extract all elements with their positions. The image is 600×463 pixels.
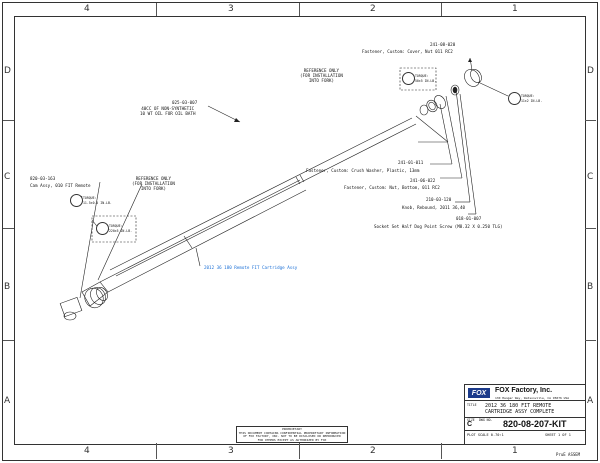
callout-cover-nut-desc: Fastener, Custom: Cover, Nut 011 RC2 (362, 49, 453, 54)
callout-setscrew-desc: Socket Set Half Dog Point Screw (M8.32 X… (374, 224, 503, 229)
zone-left-C: C (4, 172, 11, 182)
callout-cam-desc: Cam Assy, 010 FIT Remote (30, 183, 91, 188)
zone-top-1: 1 (512, 4, 518, 14)
inner-border (14, 16, 586, 445)
zone-tick (3, 340, 14, 341)
zone-right-D: D (587, 66, 594, 76)
callout-cam-pn: 820-03-163 (30, 176, 56, 181)
callout-torque-1: TORQUE: 50±5 IN.LB. (415, 74, 437, 83)
title-block: FOX FOX Factory, Inc. 130 Hangar Way, Wa… (464, 384, 586, 445)
callout-ref-only-1: REFERENCE ONLY (FOR INSTALLATION INTO FO… (300, 68, 343, 83)
zone-tick (585, 120, 596, 121)
title-divider (465, 400, 585, 401)
callout-oil-pn: 025-03-007 (172, 100, 198, 105)
drawing-size: C (467, 421, 473, 428)
zone-top-3: 3 (228, 4, 234, 14)
company-address: 130 Hangar Way, Watsonville, CA 95076 US… (495, 396, 570, 400)
torque-wrench-icon (96, 222, 109, 235)
torque-wrench-icon (402, 72, 415, 85)
callout-oil-desc: 40CC OF NON-SYNTHETIC 10 WT OIL FOR OIL … (140, 106, 196, 116)
callout-setscrew-pn: 018-01-007 (456, 216, 482, 221)
callout-torque-2: TORQUE: 11±2 IN.LB. (521, 94, 543, 103)
zone-tick (3, 120, 14, 121)
zone-right-B: B (587, 282, 594, 292)
zone-bottom-4: 4 (84, 446, 90, 456)
proprietary-notice: PROPRIETARY THIS DOCUMENT CONTAINS CONFI… (236, 426, 348, 443)
zone-tick (441, 3, 442, 16)
zone-left-D: D (4, 66, 11, 76)
callout-torque-3: TORQUE: 11.5±0.5 IN.LB. (83, 196, 112, 205)
zone-left-B: B (4, 282, 11, 292)
drawing-title-line-2: CARTRIDGE ASSY COMPLETE (485, 409, 555, 415)
drawing-title-line-1: 2012 36 180 FIT REMOTE (485, 403, 552, 409)
zone-right-A: A (587, 396, 594, 406)
callout-knob-pn: 210-03-120 (426, 197, 452, 202)
zone-tick (585, 228, 596, 229)
callout-torque-4: TORQUE: 220±5 IN.LB. (109, 224, 133, 233)
rev-label: PruE ASSEM (556, 452, 581, 457)
zone-top-4: 4 (84, 4, 90, 14)
callout-bottom-nut-pn: 241-06-022 (410, 178, 436, 183)
drawing-part-number: 820-08-207-KIT (503, 419, 567, 429)
plot-scale: PLOT SCALE 0.70:1 (467, 433, 504, 437)
fox-logo: FOX (468, 388, 490, 398)
zone-tick (299, 3, 300, 16)
callout-crush-washer-pn: 241-01-011 (398, 160, 424, 165)
size-label: SIZE (467, 418, 475, 422)
callout-ref-only-2: REFERENCE ONLY (FOR INSTALLATION INTO FO… (132, 176, 175, 191)
callout-crush-washer-desc: Fastener, Custom: Crush Washer, Plastic,… (306, 168, 420, 173)
company-name: FOX Factory, Inc. (495, 387, 553, 394)
zone-tick (156, 443, 157, 459)
zone-tick (585, 340, 596, 341)
zone-tick (441, 443, 442, 459)
callout-cartridge-label: 2012 36 180 Remote FIT Cartridge Assy (204, 265, 298, 270)
zone-tick (156, 3, 157, 16)
callout-knob-desc: Knob, Rebound, 2011 36,40 (402, 205, 466, 210)
zone-tick (299, 443, 300, 459)
callout-bottom-nut-desc: Fastener, Custom: Nut, Bottom, 011 RC2 (344, 185, 440, 190)
zone-bottom-2: 2 (370, 446, 376, 456)
zone-tick (3, 228, 14, 229)
torque-wrench-icon (508, 92, 521, 105)
title-divider (465, 417, 585, 418)
zone-bottom-3: 3 (228, 446, 234, 456)
zone-right-C: C (587, 172, 594, 182)
title-label: TITLE (467, 403, 477, 407)
sheet-number: SHEET 1 OF 1 (545, 433, 571, 437)
zone-bottom-1: 1 (512, 446, 518, 456)
torque-wrench-icon (70, 194, 83, 207)
title-divider (465, 430, 585, 431)
dwg-no-label: DWG NO. (479, 418, 493, 422)
zone-left-A: A (4, 396, 11, 406)
callout-cover-nut-pn: 241-08-020 (430, 42, 456, 47)
zone-top-2: 2 (370, 4, 376, 14)
